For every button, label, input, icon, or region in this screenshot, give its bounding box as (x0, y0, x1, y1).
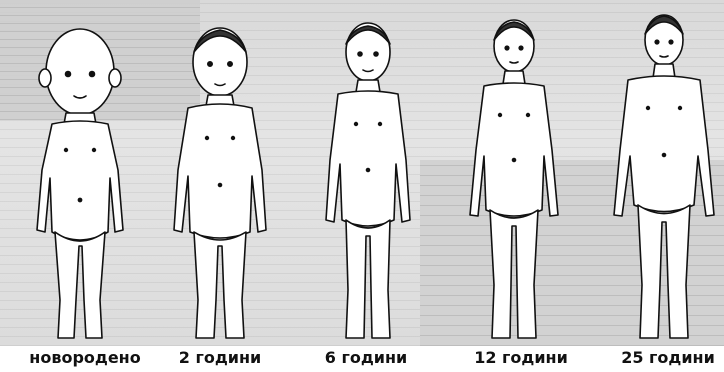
twelve-years-figure (470, 20, 558, 338)
body-proportion-illustrations (0, 0, 724, 346)
twenty-five-years-figure (614, 15, 714, 338)
newborn-figure (37, 29, 123, 338)
figure-label-6-years: 6 години (314, 347, 418, 369)
figure-label-12-years: 12 години (466, 347, 576, 369)
figure-label-2-years: 2 години (170, 347, 270, 369)
two-years-figure (174, 28, 266, 338)
six-years-figure (326, 23, 410, 338)
figure-label-25-years: 25 години (612, 347, 724, 369)
figure-label-newborn: новородено (22, 347, 148, 369)
